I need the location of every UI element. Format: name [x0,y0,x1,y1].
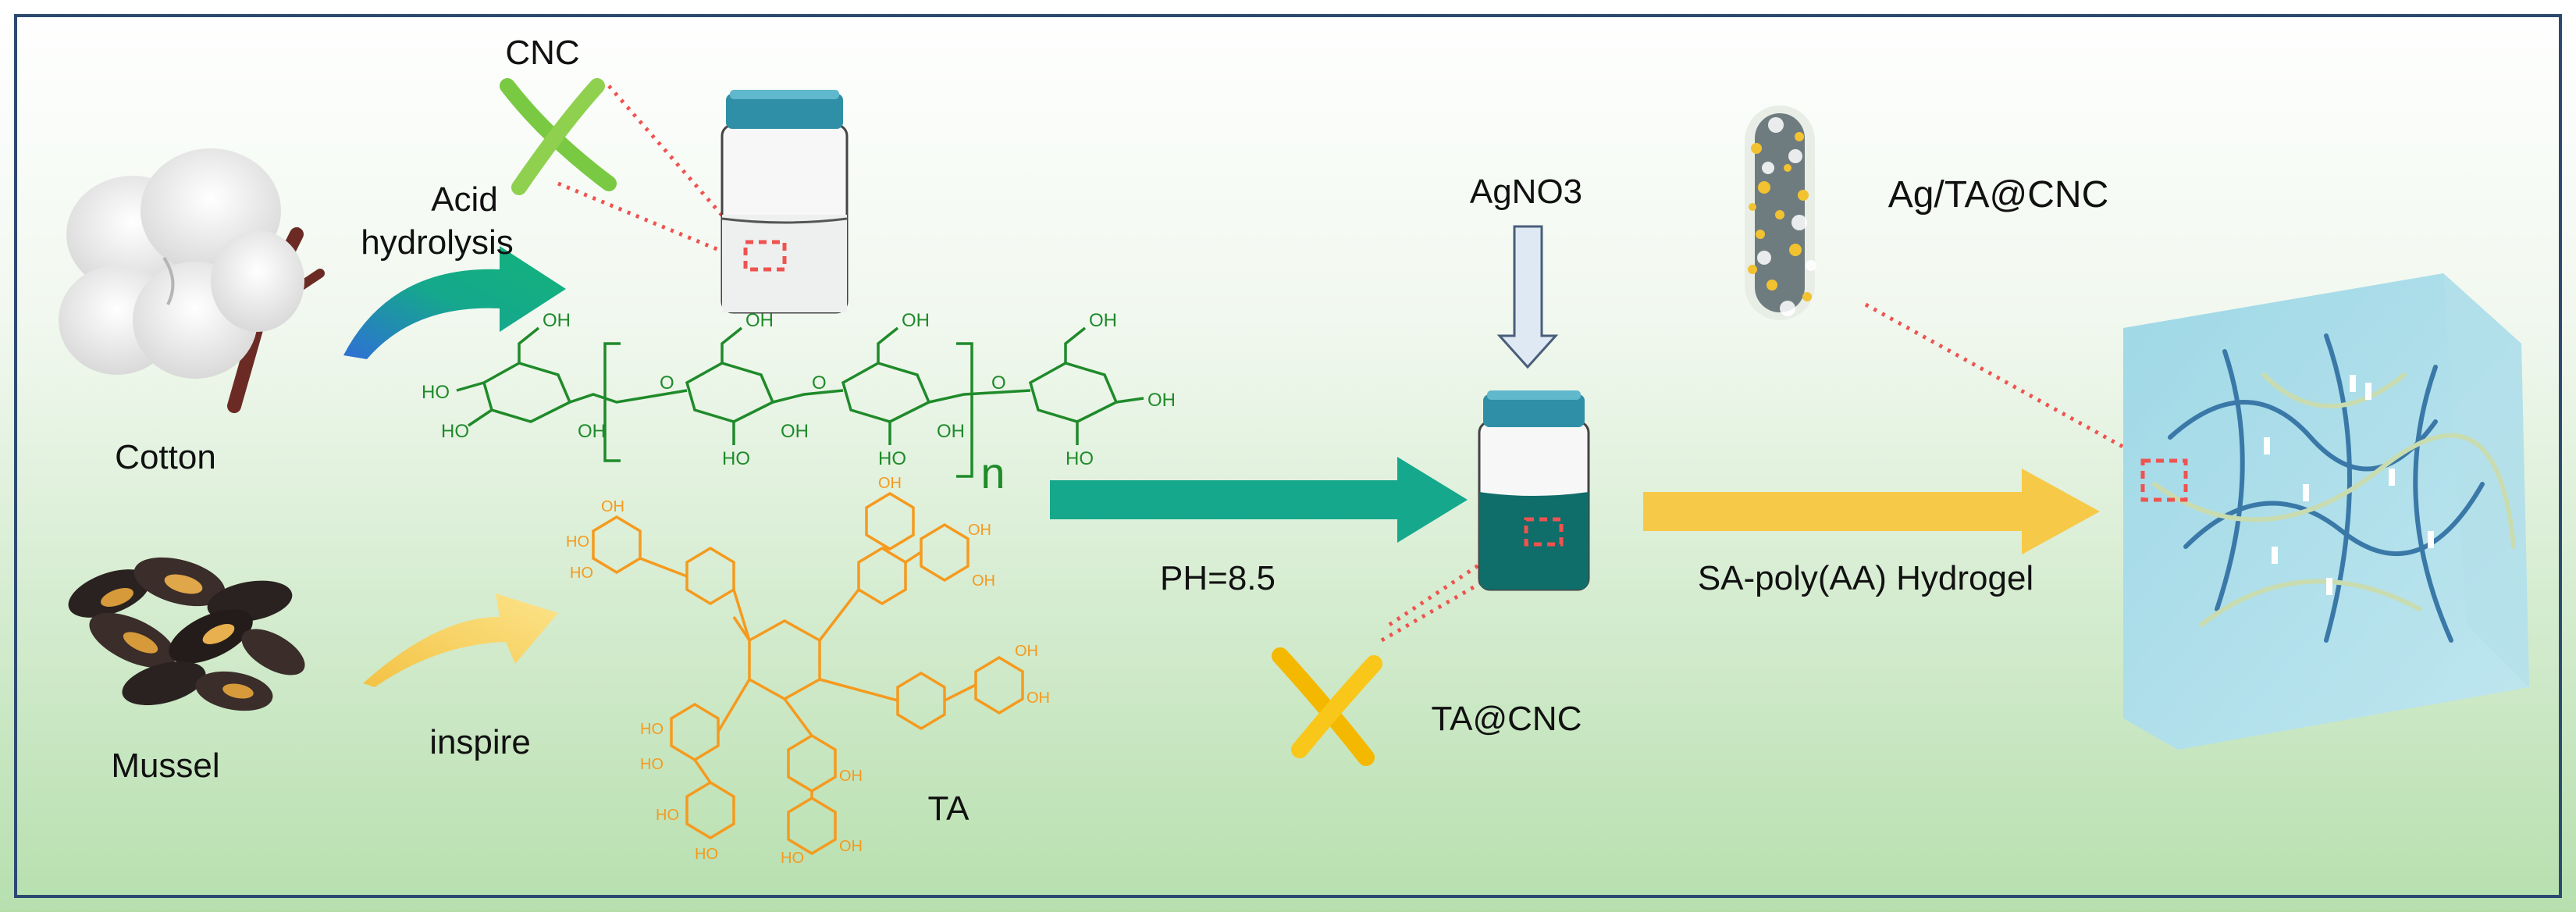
svg-text:OH: OH [745,310,774,331]
frame-border [14,14,2562,898]
repeat-unit-n: n [980,448,1005,497]
svg-text:HO: HO [722,448,750,469]
svg-text:HO: HO [656,807,679,824]
cotton-icon [59,148,325,413]
mussel-icon [68,557,305,711]
acid-hydrolysis-arrow [343,246,566,359]
svg-text:OH: OH [1026,690,1050,707]
vial-cnc [720,90,849,314]
svg-text:HO: HO [570,565,593,582]
ta-cnc-crystal-icon [1272,647,1382,766]
hydrogel-arrow [1643,469,2100,554]
svg-text:OH: OH [1147,390,1176,411]
svg-text:OH: OH [601,498,624,515]
svg-text:OH: OH [1015,643,1038,660]
agno3-arrow [1496,225,1559,369]
svg-text:O: O [660,372,674,394]
tannic-acid-labels: OH HO HO OH OH OH OH OH HO HO HO OH OH H… [566,475,1050,867]
cotton-label: Cotton [115,438,216,476]
inspire-arrow [363,593,558,687]
cellulose-structure [456,326,1144,478]
svg-text:OH: OH [1089,310,1117,331]
svg-text:OH: OH [781,421,809,442]
svg-text:HO: HO [422,382,450,403]
ph-reaction-arrow [1050,457,1468,543]
svg-text:OH: OH [972,572,995,590]
inspire-label: inspire [429,723,531,761]
ta-cnc-label: TA@CNC [1432,700,1582,738]
svg-text:HO: HO [781,850,804,867]
svg-text:HO: HO [640,721,664,738]
labels: CNC Acid hydrolysis Cotton Mussel inspir… [111,34,2108,828]
svg-text:O: O [812,372,827,394]
ph-label: PH=8.5 [1160,559,1276,597]
hydrogel-cube [2123,273,2529,750]
svg-text:OH: OH [968,522,991,539]
svg-text:HO: HO [695,846,718,863]
ta-label: TA [928,789,970,828]
svg-text:OH: OH [902,310,930,331]
svg-text:OH: OH [839,768,863,785]
tannic-acid-structure [592,491,1024,856]
svg-text:OH: OH [578,421,606,442]
svg-text:HO: HO [1066,448,1094,469]
svg-text:OH: OH [878,475,902,492]
svg-text:HO: HO [640,756,664,773]
hydrogel-label: SA-poly(AA) Hydrogel [1698,559,2033,597]
svg-text:OH: OH [839,838,863,855]
svg-text:HO: HO [441,421,469,442]
cnc-label: CNC [505,34,579,72]
cellulose-labels: OH OH OH OH HO HO OH HO OH HO OH HO OH O… [422,310,1176,469]
svg-text:O: O [991,372,1006,394]
mussel-label: Mussel [111,747,219,785]
vial-ta-cnc [1478,390,1590,591]
svg-text:HO: HO [878,448,906,469]
svg-text:OH: OH [543,310,571,331]
svg-text:OH: OH [937,421,965,442]
ag-ta-cnc-rod-icon [1745,105,1816,320]
cnc-crystal-icon [500,78,617,195]
acid-label-line1: Acid [431,180,498,219]
acid-label-line2: hydrolysis [361,223,514,262]
agno3-label: AgNO3 [1470,173,1582,211]
svg-text:HO: HO [566,533,589,551]
ag-ta-cnc-label: Ag/TA@CNC [1888,174,2109,216]
